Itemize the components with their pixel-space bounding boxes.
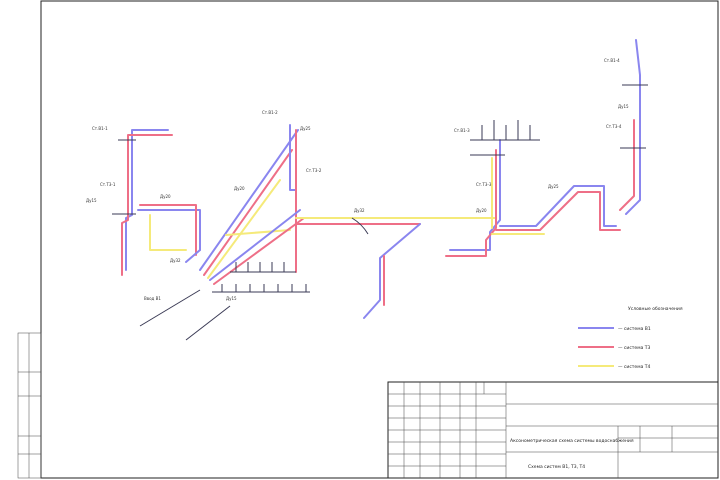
title-block: Аксонометрическая схема системы водоснаб… xyxy=(387,381,719,479)
svg-text:Ст.Т3-1: Ст.Т3-1 xyxy=(100,182,116,187)
svg-text:Ду15: Ду15 xyxy=(86,198,97,203)
svg-text:Ст.В1-4: Ст.В1-4 xyxy=(604,58,620,63)
svg-text:Ст.В1-2: Ст.В1-2 xyxy=(262,110,278,115)
legend-item-cold: — система В1 xyxy=(578,326,651,332)
svg-text:Ст.Т3-4: Ст.Т3-4 xyxy=(606,124,622,129)
riser-left: Ст.В1-1 Ст.Т3-1 Ду15 xyxy=(86,126,173,276)
drawing-frame xyxy=(40,0,719,479)
svg-text:Ду32: Ду32 xyxy=(354,208,365,213)
sheet-caption: Схема систем В1, Т3, Т4 xyxy=(528,464,585,470)
svg-text:Ст.В1-3: Ст.В1-3 xyxy=(454,128,470,133)
legend: Условные обозначения — система В1 — сист… xyxy=(578,306,683,370)
legend-label-cold: — система В1 xyxy=(618,326,651,332)
legend-title: Условные обозначения xyxy=(628,306,683,312)
svg-text:Ст.В1-1: Ст.В1-1 xyxy=(92,126,108,131)
legend-label-hot: — система Т3 xyxy=(618,345,651,351)
riser-right: Ст.В1-3 Ст.Т3-3 Ду20 xyxy=(445,120,540,257)
riser-far-right: Ст.В1-4 Ду15 Ст.Т3-4 xyxy=(604,39,648,215)
svg-text:Ду15: Ду15 xyxy=(618,104,629,109)
branch-left: Ду20 xyxy=(137,194,201,263)
svg-text:Ду15: Ду15 xyxy=(226,296,237,301)
svg-text:Ст.Т3-2: Ст.Т3-2 xyxy=(306,168,322,173)
svg-text:Ст.Т3-3: Ст.Т3-3 xyxy=(476,182,492,187)
piping-scheme: Ст.В1-1 Ст.Т3-1 Ду15 Ду20 xyxy=(86,39,648,341)
svg-text:Ду20: Ду20 xyxy=(234,186,245,191)
branch-right: Ду25 xyxy=(491,184,621,235)
svg-text:Ввод В1: Ввод В1 xyxy=(144,296,161,301)
main-header: Ду32 xyxy=(295,208,497,319)
svg-text:Ду25: Ду25 xyxy=(548,184,559,189)
legend-label-circulation: — система Т4 xyxy=(618,364,651,370)
svg-text:Ду20: Ду20 xyxy=(476,208,487,213)
binding-strip xyxy=(17,332,42,479)
drawing-name: Аксонометрическая схема системы водоснаб… xyxy=(510,438,634,444)
svg-text:Ду25: Ду25 xyxy=(300,126,311,131)
legend-item-circulation: — система Т4 xyxy=(578,364,651,370)
legend-item-hot: — система Т3 xyxy=(578,345,651,351)
central-node: Ст.В1-2 Ду25 Ст.Т3-2 Ду20 Ду32 Ввод В1 Д… xyxy=(139,110,322,341)
svg-text:Ду32: Ду32 xyxy=(170,258,181,263)
svg-text:Ду20: Ду20 xyxy=(160,194,171,199)
